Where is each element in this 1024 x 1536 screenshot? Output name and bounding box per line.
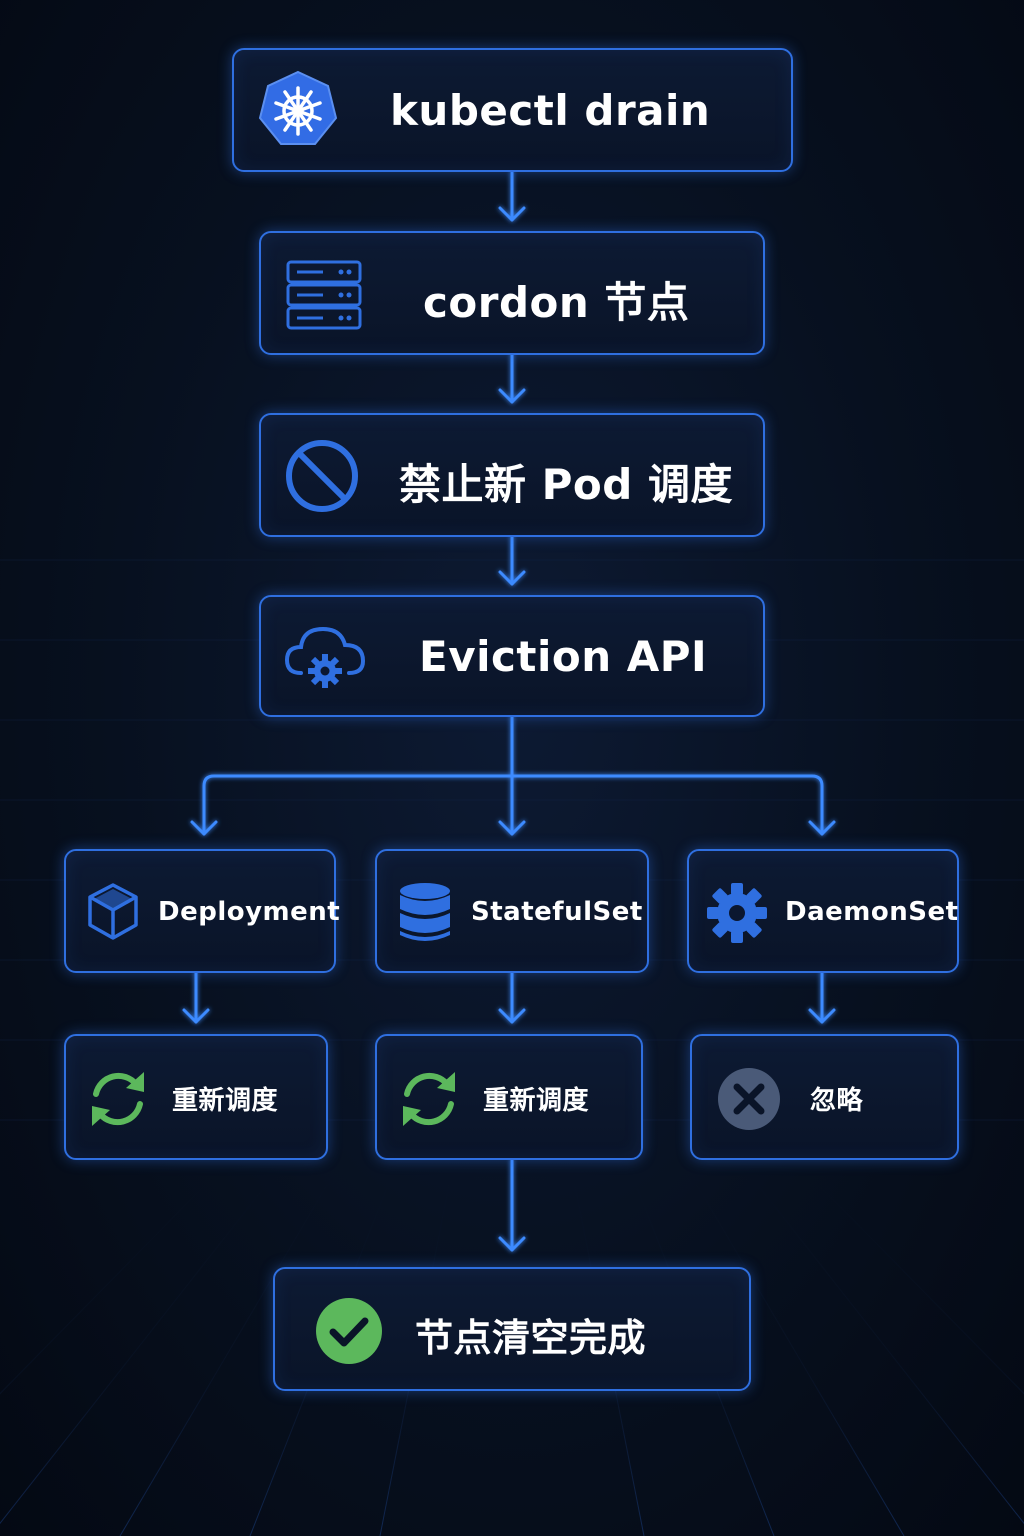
server-rack-icon xyxy=(285,259,363,331)
refresh-icon xyxy=(397,1068,461,1130)
step-eviction-api: Eviction API xyxy=(259,595,765,717)
workload-label: Deployment xyxy=(158,897,341,927)
step-cordon-node: cordon 节点 xyxy=(259,231,765,355)
workload-label: StatefulSet xyxy=(471,897,643,927)
step-disable-scheduling: 禁止新 Pod 调度 xyxy=(259,413,765,537)
refresh-icon xyxy=(86,1068,150,1130)
step-label: kubectl drain xyxy=(390,86,711,135)
final-node-drained: 节点清空完成 xyxy=(273,1267,751,1391)
step-label: Eviction API xyxy=(419,632,708,681)
result-ignore-daemonset: 忽略 xyxy=(690,1034,959,1160)
workload-label: DaemonSet xyxy=(785,897,959,927)
cube-icon xyxy=(84,881,142,943)
result-reschedule-deployment: 重新调度 xyxy=(64,1034,328,1160)
step-label: 禁止新 Pod 调度 xyxy=(399,460,733,509)
workload-deployment: Deployment xyxy=(64,849,340,973)
result-label: 忽略 xyxy=(810,1086,864,1116)
prohibited-icon xyxy=(283,437,361,515)
result-reschedule-statefulset: 重新调度 xyxy=(375,1034,643,1160)
close-circle-icon xyxy=(716,1066,782,1132)
result-label: 重新调度 xyxy=(172,1086,279,1116)
database-icon xyxy=(397,881,453,945)
workload-daemonset: DaemonSet xyxy=(687,849,959,973)
check-circle-icon xyxy=(315,1297,383,1365)
cloud-gear-icon xyxy=(283,617,367,695)
final-label: 节点清空完成 xyxy=(415,1316,647,1360)
step-kubectl-drain: kubectl drain xyxy=(232,48,793,172)
workload-statefulset: StatefulSet xyxy=(375,849,649,973)
gear-icon xyxy=(705,881,769,945)
step-label: cordon 节点 xyxy=(423,278,690,327)
kubernetes-helm-icon xyxy=(256,68,340,152)
result-label: 重新调度 xyxy=(483,1086,590,1116)
